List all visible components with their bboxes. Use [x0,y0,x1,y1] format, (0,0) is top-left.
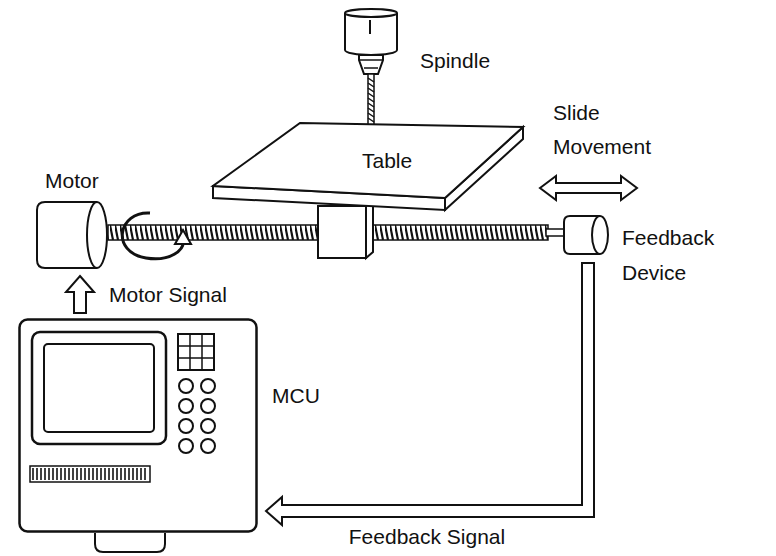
keyboard-key [84,468,86,480]
control-button [179,379,193,393]
keyboard-key [76,468,78,480]
motion-label: Slide Movement [553,96,665,163]
drill-flute [368,113,374,117]
arrow-hollow [280,264,588,511]
spindle-body [345,13,397,55]
table-top [213,123,523,198]
keyboard-key [116,468,118,480]
spindle-shape [343,8,399,134]
collet-line [359,59,383,61]
nut-side [366,200,373,258]
spindle-mark [369,20,371,34]
keyboard-key [124,468,126,480]
control-button [201,379,215,393]
keyboard-key [64,468,66,480]
arrow-hollow [75,290,85,312]
feedback-device: Feedback Device [562,212,614,258]
drill-flute [368,108,374,112]
keyboard-key [48,468,50,480]
control-button [179,399,193,413]
keypad [178,334,214,370]
keyboard-key [56,468,58,480]
keyboard-key [40,468,42,480]
spindle: Spindle [343,8,399,134]
spindle-top [345,9,397,17]
motor-shape [35,198,109,272]
screen-bezel [32,332,166,444]
signal-label: Feedback Signal [346,524,508,549]
arrowhead [266,497,282,525]
drill-flute [368,103,374,107]
keyboard-key [72,468,74,480]
collet [359,55,383,74]
keyboard-key [60,468,62,480]
machine-table: Table [210,118,528,213]
ball-nut [318,206,366,258]
machine-control-unit: MCU [18,318,258,533]
keyboard-key [136,468,138,480]
keyboard-key [68,468,70,480]
control-button [201,399,215,413]
keyboard-key [36,468,38,480]
keyboard-key [140,468,142,480]
screen [44,344,154,432]
keyboard-key [92,468,94,480]
keyboard-key [100,468,102,480]
control-button [179,439,193,453]
keyboard [30,466,150,482]
motor-face [87,202,107,268]
keyboard-key [104,468,106,480]
keyboard-key [32,468,34,480]
keyboard-key [144,468,146,480]
node-label: Motor [45,168,99,193]
keyboard-key [96,468,98,480]
mcu-housing [20,320,257,532]
node-label: Feedback Device [622,221,734,290]
drill-flute [368,88,374,92]
keyboard-key [80,468,82,480]
signal-arrow [266,262,588,525]
rotation-arrow [122,213,183,259]
keypad-line [178,345,214,347]
control-button [179,419,193,433]
node-label: Table [362,148,412,173]
drill-flute [368,98,374,102]
encoder-face [592,216,608,254]
drill-flute [368,118,374,122]
keypad-line [201,334,203,370]
keyboard-key [44,468,46,480]
control-button [201,419,215,433]
feedback-device-shape [562,212,614,258]
motor: Motor [35,198,109,272]
mcu-stand [95,533,165,552]
slide-double-arrow [540,176,637,200]
arrowhead [66,276,94,292]
keyboard-key [108,468,110,480]
drill-flute [368,83,374,87]
node-label: MCU [272,383,320,408]
keypad-line [189,334,191,370]
keyboard-key [112,468,114,480]
control-button [201,439,215,453]
collet-line [364,67,378,69]
keyboard-key [128,468,130,480]
keyboard-key [88,468,90,480]
arrow-outline [282,262,588,511]
drill-flute [368,93,374,97]
rotation-arrowhead [175,230,191,244]
machine-control-unit-shape [18,318,258,533]
signal-arrow [66,276,94,314]
drill-flute [368,78,374,82]
keypad-line [178,357,214,359]
keyboard-key [120,468,122,480]
keyboard-key [132,468,134,480]
signal-label: Motor Signal [106,282,230,307]
keyboard-key [52,468,54,480]
node-label: Spindle [420,48,490,73]
